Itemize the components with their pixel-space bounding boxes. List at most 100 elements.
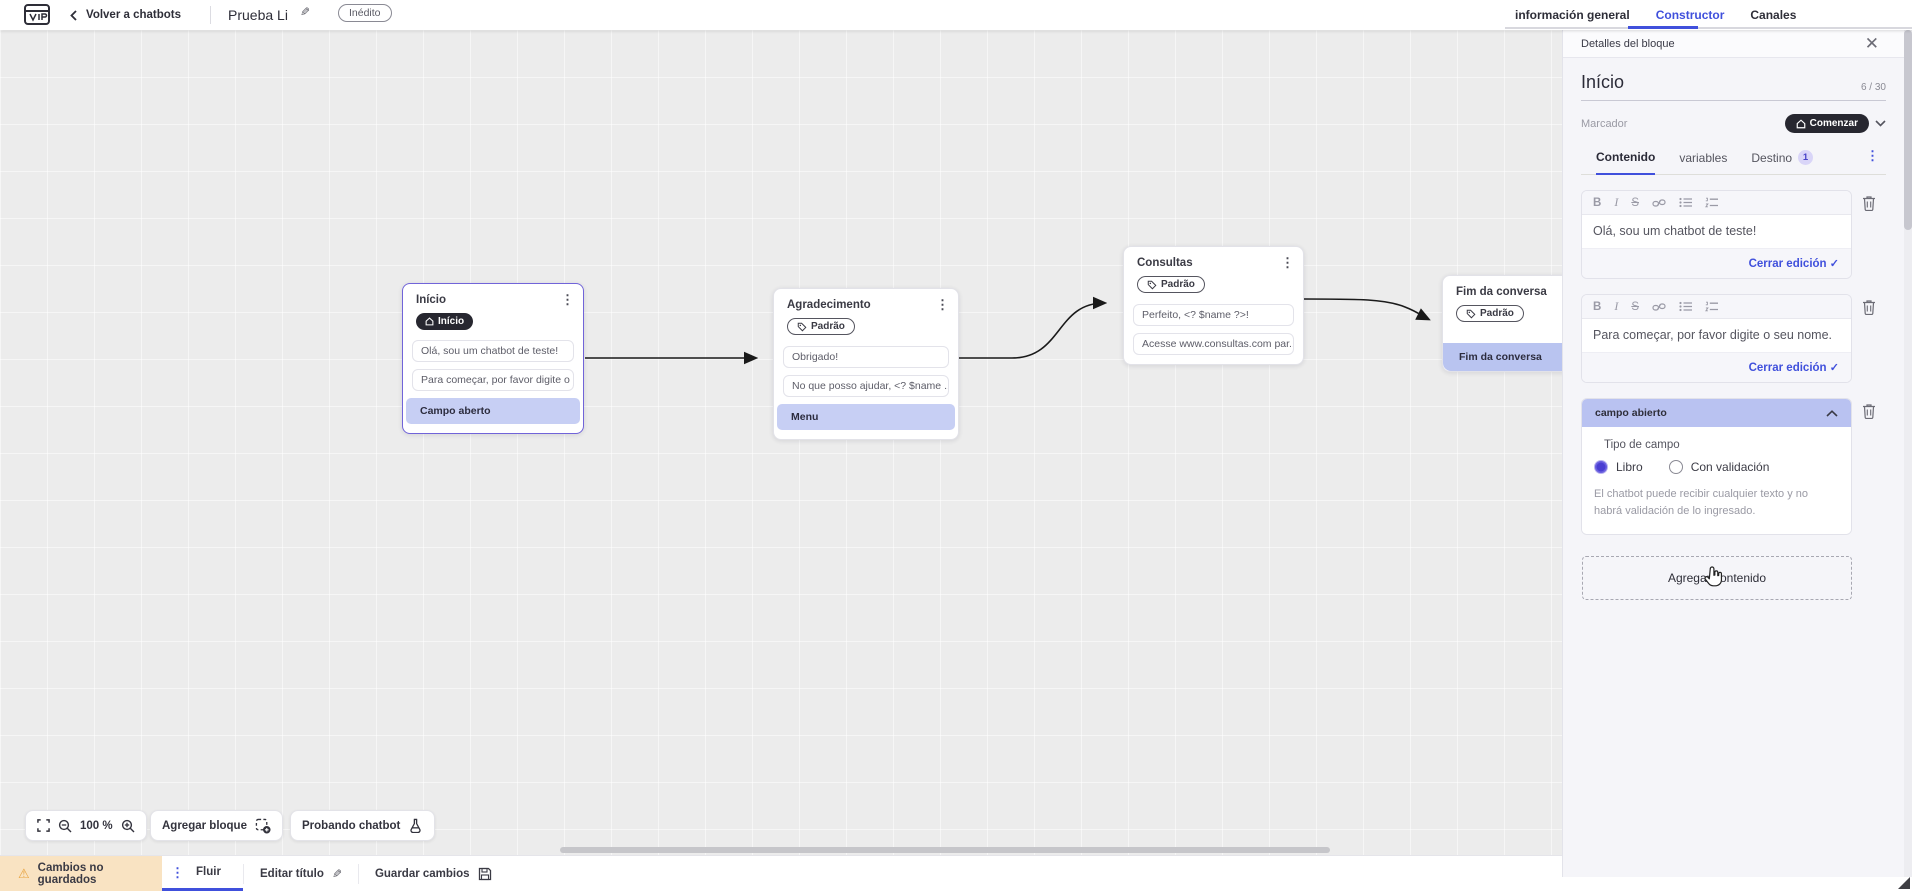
edit-title-pencil-icon[interactable]: ✎ — [300, 5, 311, 19]
add-block-button[interactable]: Agregar bloque — [150, 810, 283, 841]
active-tab-underline — [1628, 26, 1698, 29]
link-icon[interactable] — [1652, 301, 1666, 313]
bottombar-divider — [357, 863, 359, 884]
test-chatbot-label: Probando chatbot — [302, 819, 401, 832]
node-row-open-field[interactable]: Campo aberto — [406, 398, 580, 424]
tab-constructor[interactable]: Constructor — [1655, 8, 1725, 22]
node-row[interactable]: Olá, sou um chatbot de teste! — [412, 340, 574, 362]
chevron-down-icon[interactable] — [1875, 120, 1886, 127]
resize-corner — [1898, 877, 1910, 889]
flow-tab[interactable]: ⋮ Fluir — [162, 856, 243, 891]
link-icon[interactable] — [1652, 197, 1666, 209]
test-chatbot-button[interactable]: Probando chatbot — [290, 810, 436, 841]
editor-toolbar: B I S — [1582, 295, 1851, 320]
tab-informacion-general[interactable]: información general — [1515, 8, 1630, 22]
zoom-out-icon[interactable] — [58, 819, 72, 833]
back-to-chatbots[interactable]: Volver a chatbots — [70, 0, 181, 30]
bottombar-divider — [243, 863, 244, 884]
radio-libro[interactable] — [1594, 460, 1608, 475]
node-default-badge: Padrão — [1137, 276, 1205, 293]
unsaved-label: Cambios no guardados — [37, 861, 104, 886]
message-editor[interactable]: B I S Olá, sou um chatbot de teste! Cerr… — [1581, 190, 1852, 280]
node-default-badge: Padrão — [787, 318, 855, 335]
close-edit-button[interactable]: Cerrar edición ✓ — [1748, 362, 1839, 375]
fullscreen-icon[interactable] — [37, 819, 50, 832]
radio-con-validacion[interactable] — [1668, 460, 1683, 475]
app-logo[interactable] — [24, 4, 50, 25]
node-row[interactable]: Perfeito, <? $name ?>! — [1133, 303, 1294, 326]
edit-title-button[interactable]: Editar título ✎ — [260, 866, 342, 881]
tag-icon — [1466, 309, 1476, 318]
node-start-badge: Início — [416, 313, 474, 330]
message-text[interactable]: Para começar, por favor digite o seu nom… — [1582, 319, 1851, 353]
add-content-button[interactable]: Agregar contenido — [1582, 556, 1852, 601]
flask-icon — [408, 818, 423, 833]
message-editor[interactable]: B I S Para começar, por favor digite o s… — [1581, 294, 1852, 384]
bullet-list-icon[interactable] — [1679, 197, 1692, 208]
panel-tab-variables[interactable]: variables — [1679, 150, 1728, 165]
radio-con-validacion-label[interactable]: Con validación — [1690, 460, 1770, 475]
canvas-horizontal-scrollbar[interactable] — [560, 847, 1330, 853]
node-menu-icon[interactable]: ⋮ — [561, 292, 574, 307]
block-details-panel: Detalles del bloque ✕ Início 6 / 30 Marc… — [1562, 30, 1912, 877]
field-type-label: Tipo de campo — [1604, 439, 1680, 452]
node-title: Início — [416, 294, 447, 306]
node-title: Agradecimento — [787, 299, 871, 311]
panel-menu-icon[interactable]: ⋮ — [1866, 148, 1879, 163]
trash-icon[interactable] — [1862, 195, 1876, 211]
check-icon: ✓ — [1829, 362, 1839, 375]
radio-libro-label[interactable]: Libro — [1616, 460, 1643, 475]
node-row[interactable]: No que posso ajudar, <? $name ... — [783, 374, 949, 397]
panel-scrollbar-thumb[interactable] — [1904, 30, 1912, 230]
bullet-list-icon[interactable] — [1679, 301, 1692, 312]
panel-tabs: Contenido variables Destino 1 ⋮ — [1581, 148, 1886, 175]
node-menu-icon[interactable]: ⋮ — [936, 297, 949, 312]
trash-icon[interactable] — [1862, 299, 1876, 316]
strikethrough-icon[interactable]: S — [1631, 196, 1639, 209]
node-agradecimento[interactable]: Agradecimento ⋮ Padrão Obrigado! No que … — [773, 288, 959, 440]
zoom-controls[interactable]: 100 % — [25, 810, 147, 841]
node-row[interactable]: Obrigado! — [783, 345, 949, 368]
node-title: Consultas — [1137, 257, 1193, 269]
strikethrough-icon[interactable]: S — [1631, 300, 1639, 313]
home-icon — [1796, 118, 1805, 128]
node-inicio[interactable]: Início ⋮ Início Olá, sou um chatbot de t… — [402, 283, 584, 434]
numbered-list-icon[interactable] — [1705, 301, 1718, 312]
node-default-badge: Padrão — [1456, 305, 1524, 322]
zoom-in-icon[interactable] — [121, 819, 135, 833]
panel-tab-destino[interactable]: Destino 1 — [1751, 150, 1814, 174]
pencil-icon: ✎ — [331, 866, 342, 881]
name-counter: 6 / 30 — [1860, 82, 1886, 93]
tab-canales[interactable]: Canales — [1750, 8, 1797, 22]
close-edit-button[interactable]: Cerrar edición ✓ — [1748, 258, 1839, 271]
top-bar: Volver a chatbots Prueba Li ✎ Inédito in… — [0, 0, 1912, 30]
close-icon[interactable]: ✕ — [1864, 34, 1879, 53]
warning-icon: ⚠ — [18, 865, 30, 881]
chatbot-title[interactable]: Prueba Li — [228, 7, 288, 23]
marker-dropdown[interactable]: Comenzar — [1784, 114, 1869, 133]
destino-count-badge: 1 — [1798, 150, 1814, 165]
italic-icon[interactable]: I — [1614, 195, 1619, 209]
save-changes-button[interactable]: Guardar cambios — [359, 856, 508, 891]
bold-icon[interactable]: B — [1593, 300, 1602, 313]
node-row[interactable]: Acesse www.consultas.com par... — [1133, 332, 1294, 355]
trash-icon[interactable] — [1862, 403, 1876, 420]
check-icon: ✓ — [1829, 258, 1839, 271]
numbered-list-icon[interactable] — [1705, 197, 1718, 208]
flow-tab-menu-icon[interactable]: ⋮ — [171, 864, 184, 880]
node-consultas[interactable]: Consultas ⋮ Padrão Perfeito, <? $name ?>… — [1123, 246, 1304, 365]
node-row[interactable]: Para começar, por favor digite o ... — [412, 369, 574, 391]
home-icon — [425, 317, 434, 326]
bold-icon[interactable]: B — [1593, 196, 1602, 209]
chevron-up-icon[interactable] — [1826, 409, 1838, 417]
panel-scrollbar[interactable] — [1904, 30, 1912, 877]
panel-tab-contenido[interactable]: Contenido — [1596, 150, 1656, 175]
status-badge: Inédito — [338, 4, 392, 22]
block-name-input[interactable]: Início — [1581, 72, 1625, 92]
italic-icon[interactable]: I — [1614, 299, 1619, 314]
node-menu-icon[interactable]: ⋮ — [1281, 255, 1294, 270]
open-field-header[interactable]: campo abierto — [1582, 399, 1851, 428]
node-row-menu[interactable]: Menu — [777, 403, 955, 430]
open-field-section: campo abierto Tipo de campo Libro Con va… — [1581, 398, 1852, 536]
message-text[interactable]: Olá, sou um chatbot de teste! — [1582, 215, 1851, 249]
